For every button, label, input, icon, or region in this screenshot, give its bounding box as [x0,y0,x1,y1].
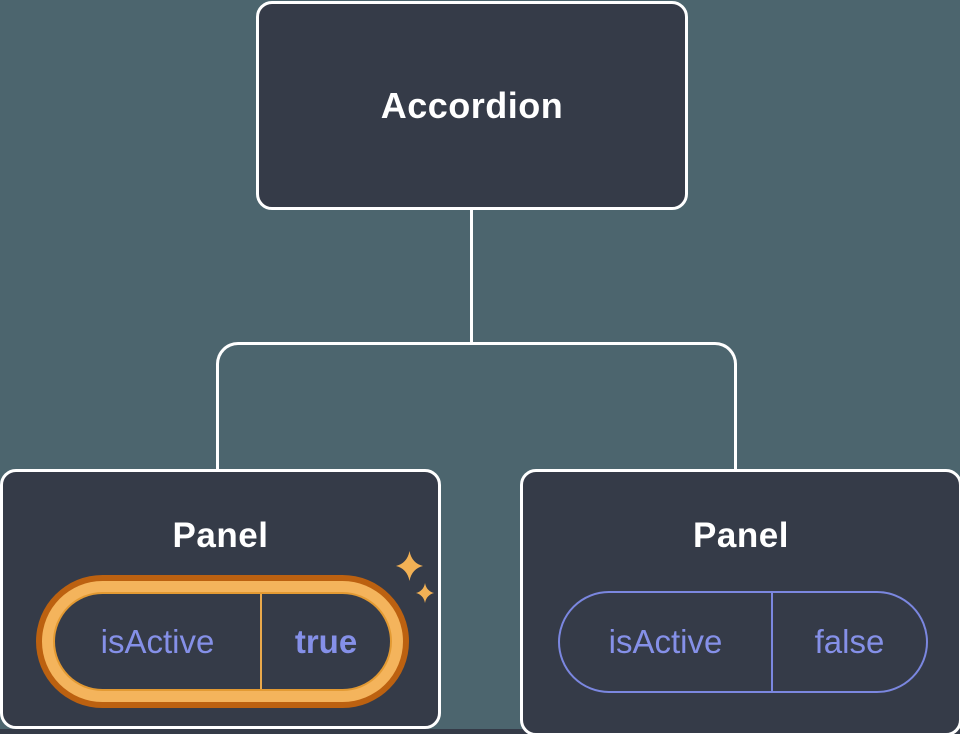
connector-bracket [216,342,737,469]
panel-title: Panel [172,516,269,555]
pill-divider [260,594,262,689]
panel-title: Panel [693,516,789,555]
accordion-node: Accordion [256,1,688,210]
state-key-label: isActive [100,622,215,660]
state-value-label: true [294,622,358,660]
state-value-label: false [814,623,885,660]
state-pill-active: isActive true [55,594,390,689]
pill-divider [771,593,773,691]
accordion-node-label: Accordion [380,84,564,126]
connector-stem [470,209,473,344]
sparkles-icon [391,546,439,606]
panel-node-active: Panel isActive true [0,469,441,729]
state-key-label: isActive [608,623,723,660]
state-pill-inactive: isActive false [558,591,928,693]
panel-node-inactive: Panel isActive false [520,469,960,734]
bottom-edge-strip [0,729,960,734]
